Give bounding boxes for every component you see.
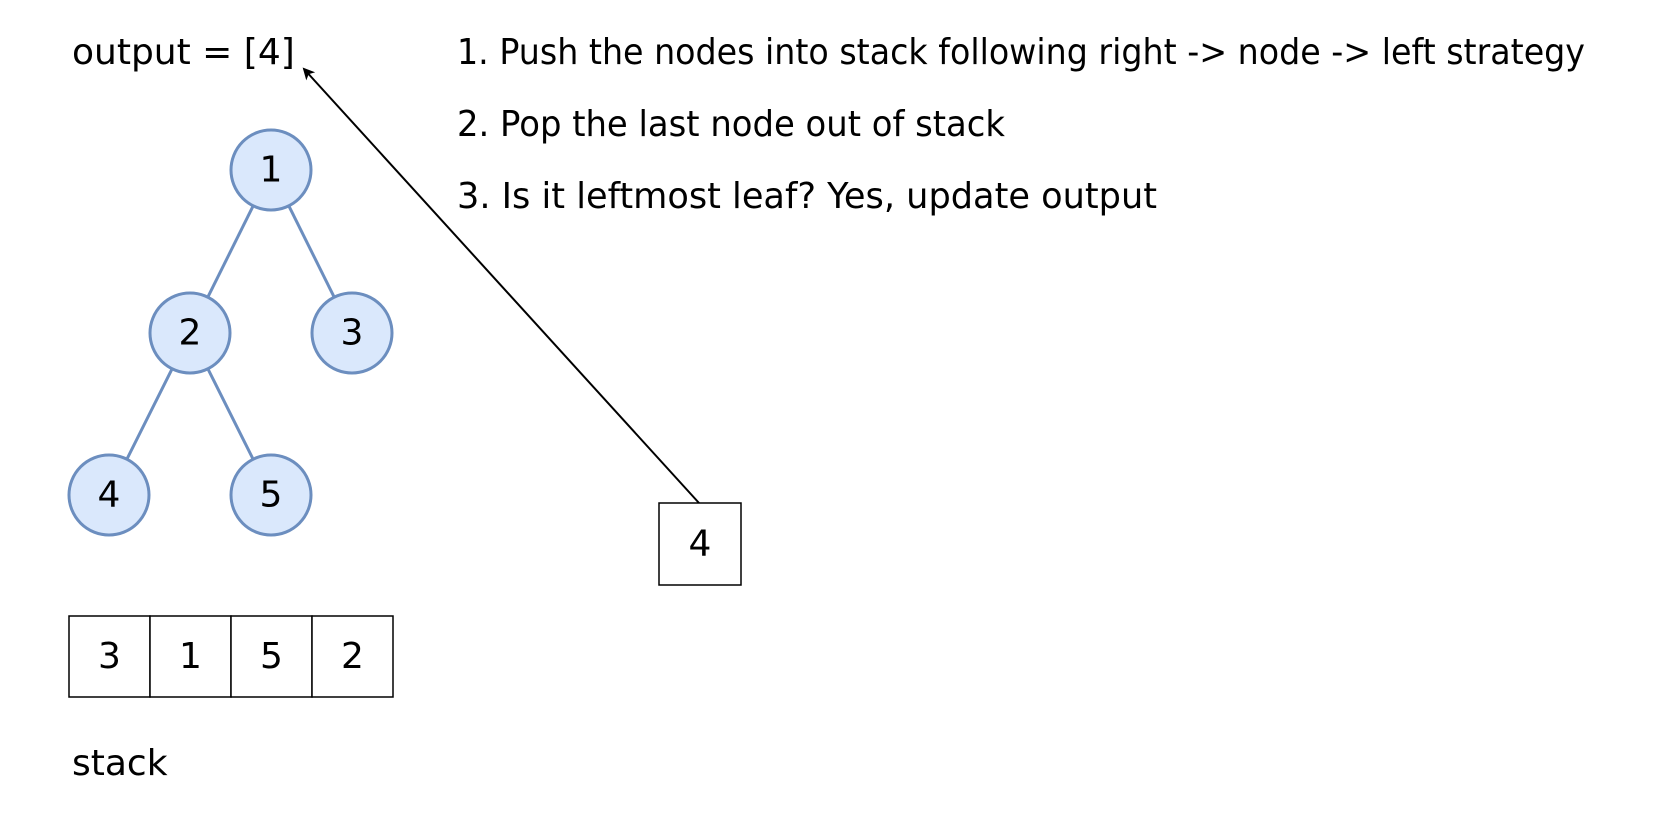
tree-node-circle bbox=[229, 128, 313, 212]
binary-tree: 1 2 3 4 5 bbox=[67, 128, 394, 537]
stack: 3 1 5 2 bbox=[68, 615, 394, 698]
step-2: 2. Pop the last node out of stack bbox=[457, 104, 1005, 145]
tree-edge-1-2 bbox=[206, 205, 255, 298]
step-3: 3. Is it leftmost leaf? Yes, update outp… bbox=[457, 176, 1157, 217]
stack-cell: 2 bbox=[311, 615, 394, 698]
tree-node-5: 5 bbox=[229, 453, 313, 537]
tree-node-1: 1 bbox=[229, 128, 313, 212]
stack-cell-value: 3 bbox=[98, 636, 121, 677]
tree-node-2: 2 bbox=[148, 291, 232, 375]
stack-cell-rect bbox=[311, 615, 394, 698]
stack-cell-value: 2 bbox=[341, 636, 364, 677]
step-1: 1. Push the nodes into stack following r… bbox=[457, 32, 1585, 73]
stack-label: stack bbox=[72, 743, 168, 784]
popped-node-box: 4 bbox=[658, 502, 742, 586]
output-label: output = [4] bbox=[72, 32, 295, 73]
tree-node-circle bbox=[310, 291, 394, 375]
tree-edge-2-4 bbox=[125, 368, 174, 460]
tree-node-3: 3 bbox=[310, 291, 394, 375]
popped-node-rect bbox=[658, 502, 742, 586]
tree-node-4: 4 bbox=[67, 453, 151, 537]
popped-node-value: 4 bbox=[689, 524, 712, 565]
tree-node-circle bbox=[67, 453, 151, 537]
stack-cell-rect bbox=[68, 615, 151, 698]
stack-cell: 5 bbox=[230, 615, 313, 698]
tree-node-value: 1 bbox=[260, 150, 283, 191]
tree-node-value: 2 bbox=[179, 313, 202, 354]
tree-edge-1-3 bbox=[287, 205, 336, 298]
stack-cell: 3 bbox=[68, 615, 151, 698]
tree-node-circle bbox=[229, 453, 313, 537]
stack-cell-rect bbox=[149, 615, 232, 698]
tree-edge-2-5 bbox=[206, 368, 255, 460]
tree-node-circle bbox=[148, 291, 232, 375]
tree-edges bbox=[125, 205, 336, 460]
tree-node-value: 4 bbox=[98, 475, 121, 516]
stack-cell-value: 5 bbox=[260, 636, 283, 677]
tree-node-value: 5 bbox=[260, 475, 283, 516]
steps-list: 1. Push the nodes into stack following r… bbox=[457, 32, 1585, 217]
stack-cell: 1 bbox=[149, 615, 232, 698]
stack-cell-value: 1 bbox=[179, 636, 202, 677]
tree-node-value: 3 bbox=[341, 313, 364, 354]
pop-to-output-arrow bbox=[302, 67, 700, 504]
